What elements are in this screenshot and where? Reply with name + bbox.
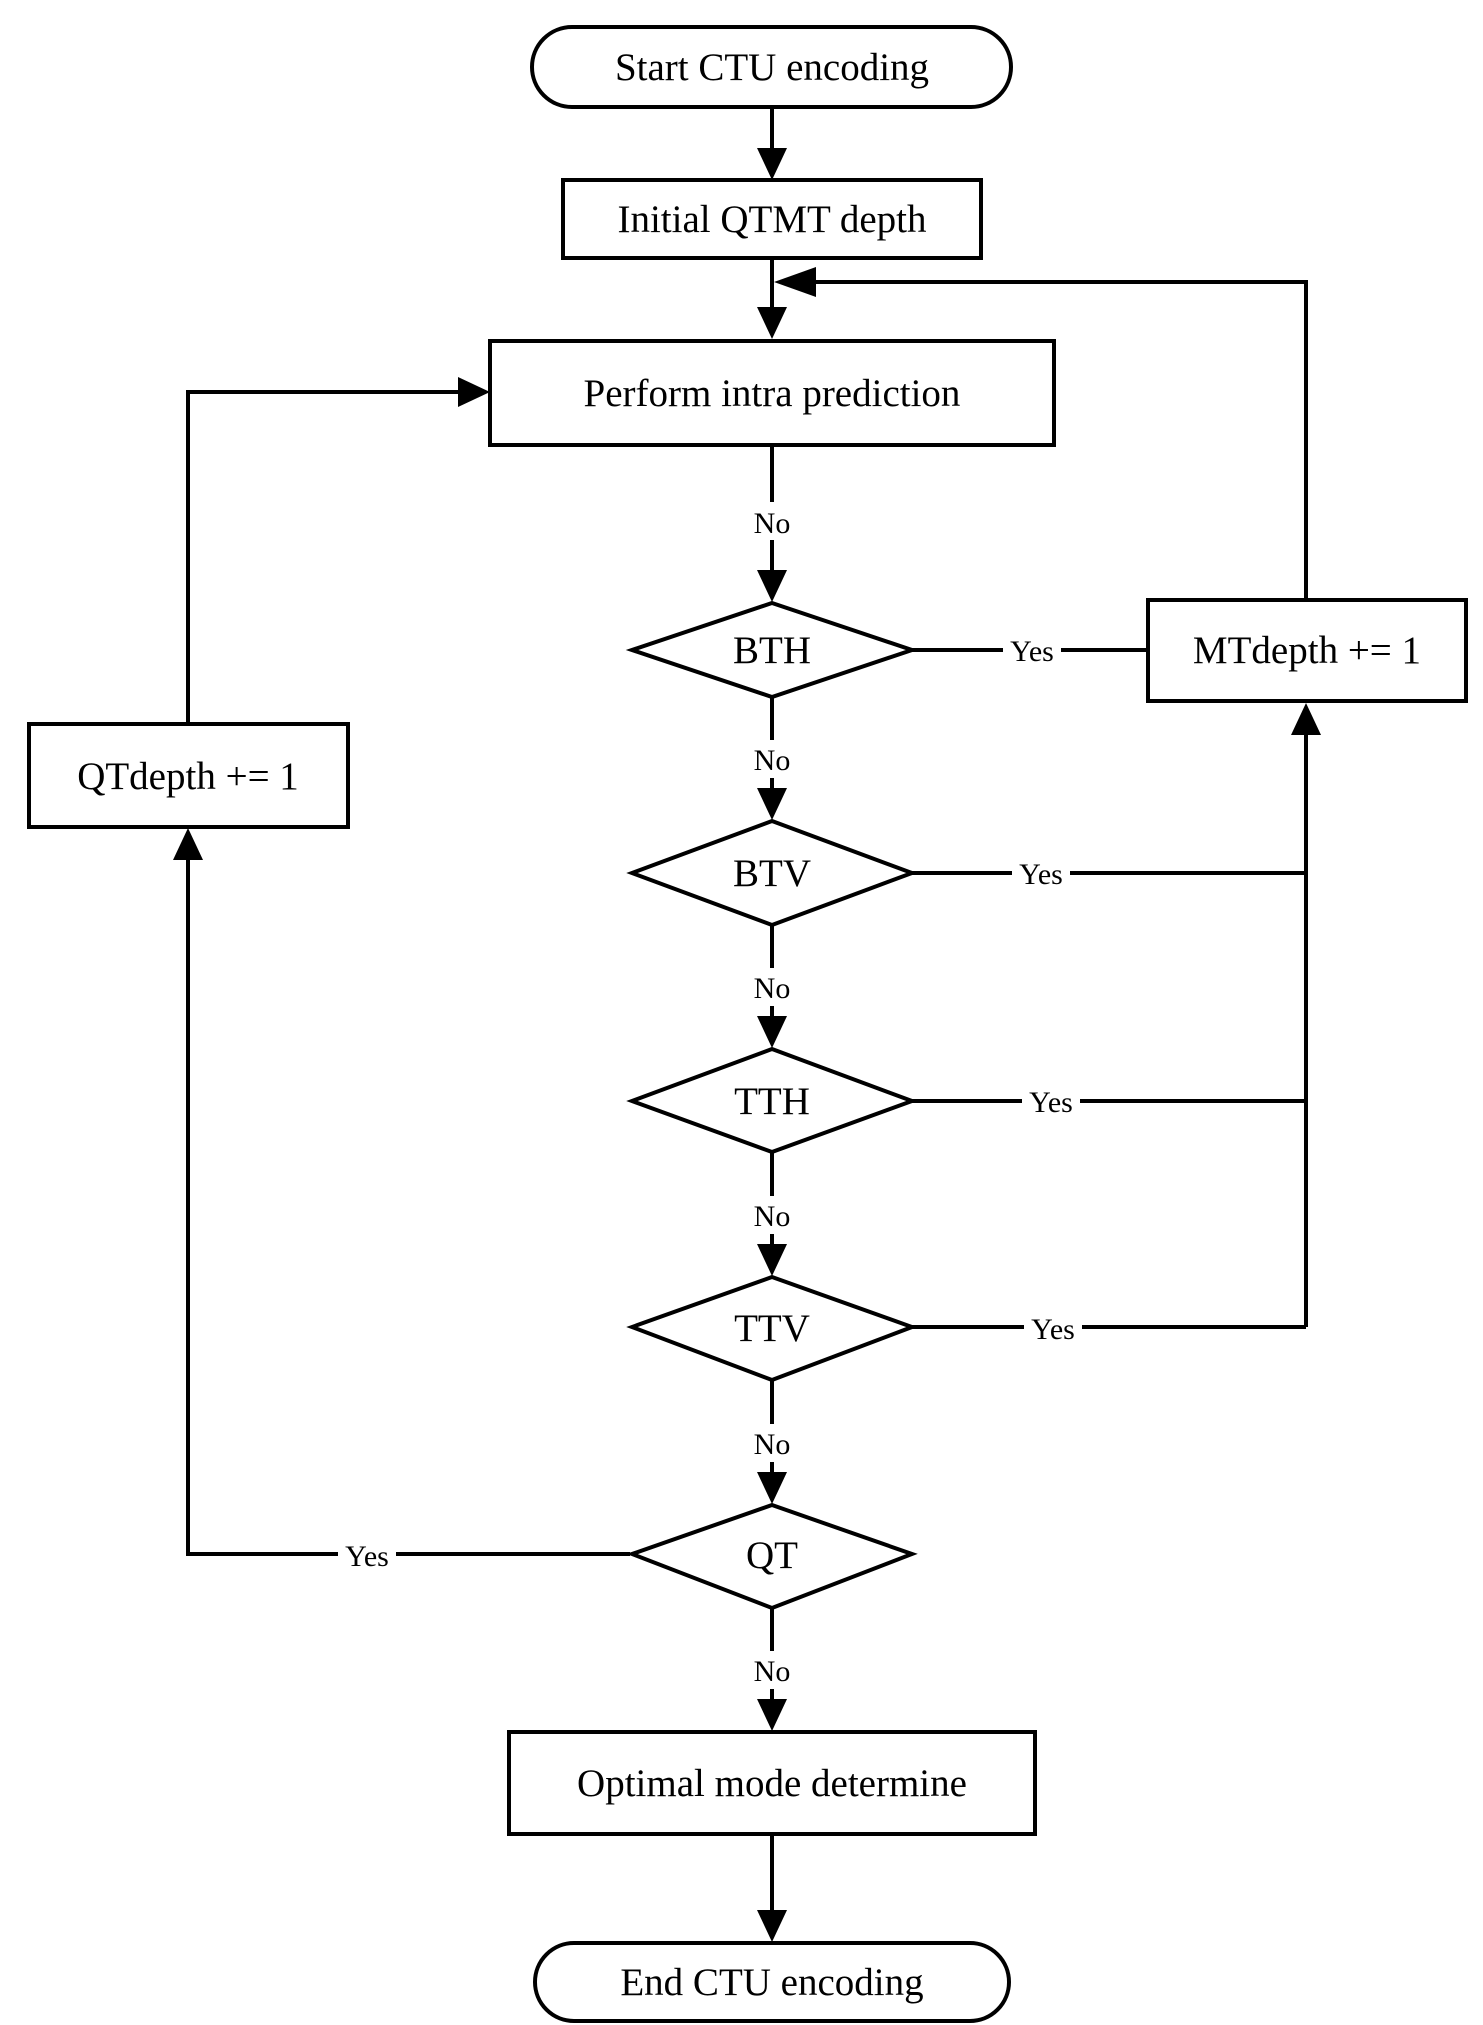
node-initial-depth: Initial QTMT depth [561, 178, 983, 260]
initial-depth-box [561, 178, 983, 260]
tth-decision [626, 1046, 918, 1155]
end-terminator [533, 1941, 1011, 2023]
node-qt: QT [626, 1502, 918, 1611]
connectors [186, 109, 1308, 1918]
arrowhead [757, 1016, 787, 1048]
tth-label: TTH [734, 1080, 810, 1123]
arrowheads [173, 148, 1321, 1942]
ttv-label: TTV [734, 1307, 810, 1350]
node-end: End CTU encoding [533, 1941, 1011, 2023]
initial-depth-label: Initial QTMT depth [617, 198, 926, 241]
qt-depth-box [27, 722, 350, 829]
yes-label-ttv: Yes [1031, 1313, 1075, 1346]
arrowhead [757, 788, 787, 820]
bth-decision [625, 600, 919, 700]
node-qt-depth: QTdepth += 1 [27, 722, 350, 829]
no-label-btv: No [754, 972, 791, 1005]
arrowhead [458, 377, 490, 407]
node-tth: TTH [626, 1046, 918, 1155]
yes-label-btv: Yes [1019, 858, 1063, 891]
edge-qt-yes [186, 858, 630, 1556]
mt-depth-label: MTdepth += 1 [1193, 629, 1421, 672]
no-label-intra: No [754, 507, 791, 540]
arrowhead [757, 1472, 787, 1504]
edge-qtdepth-loop [186, 390, 462, 724]
arrowhead [757, 1699, 787, 1731]
qt-depth-label: QTdepth += 1 [77, 755, 299, 798]
mt-depth-box [1146, 598, 1468, 703]
bth-label: BTH [733, 629, 811, 672]
btv-label: BTV [733, 852, 811, 895]
optimal-mode-label: Optimal mode determine [577, 1762, 967, 1805]
no-label-qt: No [754, 1655, 791, 1688]
intra-prediction-label: Perform intra prediction [584, 372, 961, 415]
node-btv: BTV [626, 818, 918, 928]
node-start: Start CTU encoding [530, 25, 1013, 109]
node-ttv: TTV [626, 1274, 918, 1383]
yes-label-bth: Yes [1010, 635, 1054, 668]
optimal-mode-box [507, 1730, 1037, 1836]
node-mt-depth: MTdepth += 1 [1146, 598, 1468, 703]
qt-label: QT [746, 1534, 798, 1577]
arrowhead [757, 1244, 787, 1276]
arrowhead [1291, 703, 1321, 735]
ttv-decision [626, 1274, 918, 1383]
edge-mtdepth-loop [810, 280, 1308, 600]
node-optimal-mode: Optimal mode determine [507, 1730, 1037, 1836]
no-label-ttv: No [754, 1428, 791, 1461]
no-label-bth: No [754, 744, 791, 777]
qt-decision [626, 1502, 918, 1611]
yes-label-tth: Yes [1029, 1086, 1073, 1119]
yes-label-qt: Yes [345, 1540, 389, 1573]
intra-prediction-box [488, 339, 1056, 447]
start-terminator [530, 25, 1013, 109]
node-intra-prediction: Perform intra prediction [488, 339, 1056, 447]
end-label: End CTU encoding [620, 1961, 923, 2004]
arrowhead [757, 1910, 787, 1942]
node-bth: BTH [625, 600, 919, 700]
edge-labels: No No No No No No Yes Yes Yes Yes Yes [338, 502, 1082, 1689]
btv-decision [626, 818, 918, 928]
arrowhead [173, 828, 203, 860]
start-label: Start CTU encoding [615, 46, 929, 89]
arrowhead [757, 307, 787, 339]
arrowhead [757, 148, 787, 180]
no-label-tth: No [754, 1200, 791, 1233]
arrowhead [757, 570, 787, 602]
arrowhead [774, 267, 816, 297]
